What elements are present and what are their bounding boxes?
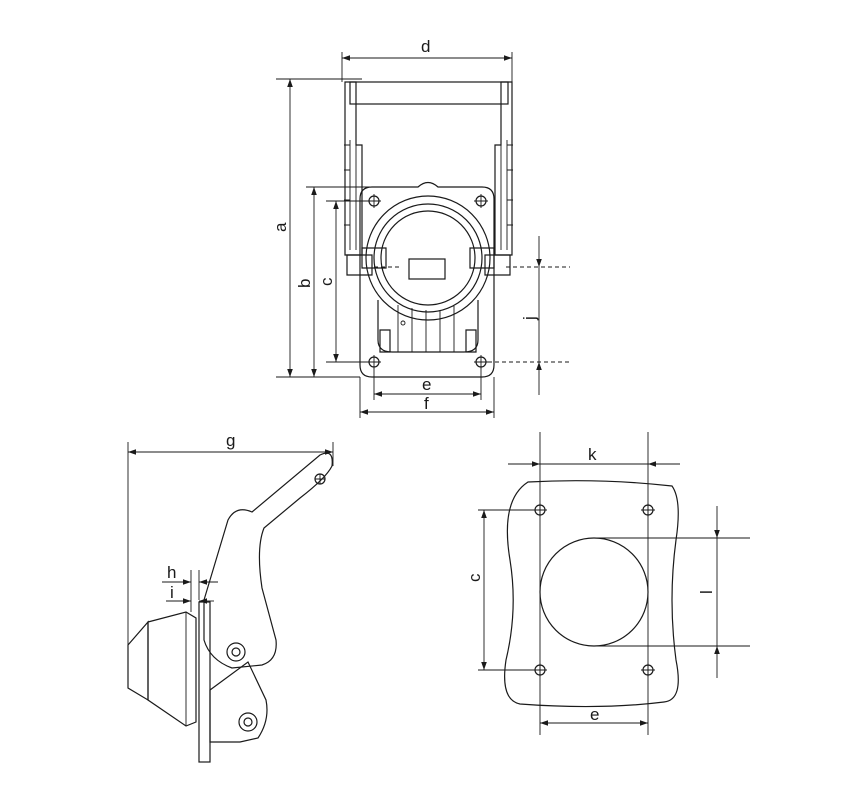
label-c-cutout: c bbox=[465, 573, 484, 582]
label-k: k bbox=[588, 445, 597, 464]
lower-guard bbox=[377, 300, 479, 353]
label-j: j bbox=[520, 316, 539, 321]
front-view bbox=[276, 52, 570, 418]
handle-bar bbox=[349, 81, 509, 105]
cutout-holes bbox=[533, 503, 655, 677]
panel-cutout-view bbox=[478, 432, 750, 735]
label-l: l bbox=[697, 590, 716, 594]
cutout-outline bbox=[504, 480, 679, 708]
label-a: a bbox=[271, 222, 290, 232]
lower-pivot bbox=[238, 712, 258, 732]
cutout-hole bbox=[539, 537, 649, 647]
label-b: b bbox=[295, 279, 314, 288]
front-mounting-plate bbox=[359, 181, 495, 378]
upper-pivot bbox=[226, 642, 246, 662]
right-hinge bbox=[469, 247, 511, 276]
side-socket-body bbox=[147, 611, 197, 727]
label-c-front: c bbox=[317, 277, 336, 286]
front-mounting-holes bbox=[367, 194, 488, 369]
label-e-cutout: e bbox=[590, 705, 599, 724]
label-e-front: e bbox=[422, 375, 431, 394]
socket-face bbox=[380, 210, 476, 306]
socket-window bbox=[408, 258, 446, 280]
side-view bbox=[127, 442, 334, 763]
label-f: f bbox=[424, 394, 429, 413]
left-hinge bbox=[346, 247, 387, 276]
socket-outer-ring bbox=[365, 195, 491, 321]
left-lid-arm bbox=[344, 81, 363, 256]
label-g: g bbox=[226, 431, 235, 450]
label-d: d bbox=[421, 37, 430, 56]
right-lid-arm bbox=[494, 81, 513, 256]
bottom-latches bbox=[379, 329, 477, 353]
side-lid bbox=[203, 452, 333, 669]
side-lower-guard bbox=[209, 661, 268, 743]
label-i: i bbox=[170, 583, 174, 602]
label-h: h bbox=[167, 563, 176, 582]
